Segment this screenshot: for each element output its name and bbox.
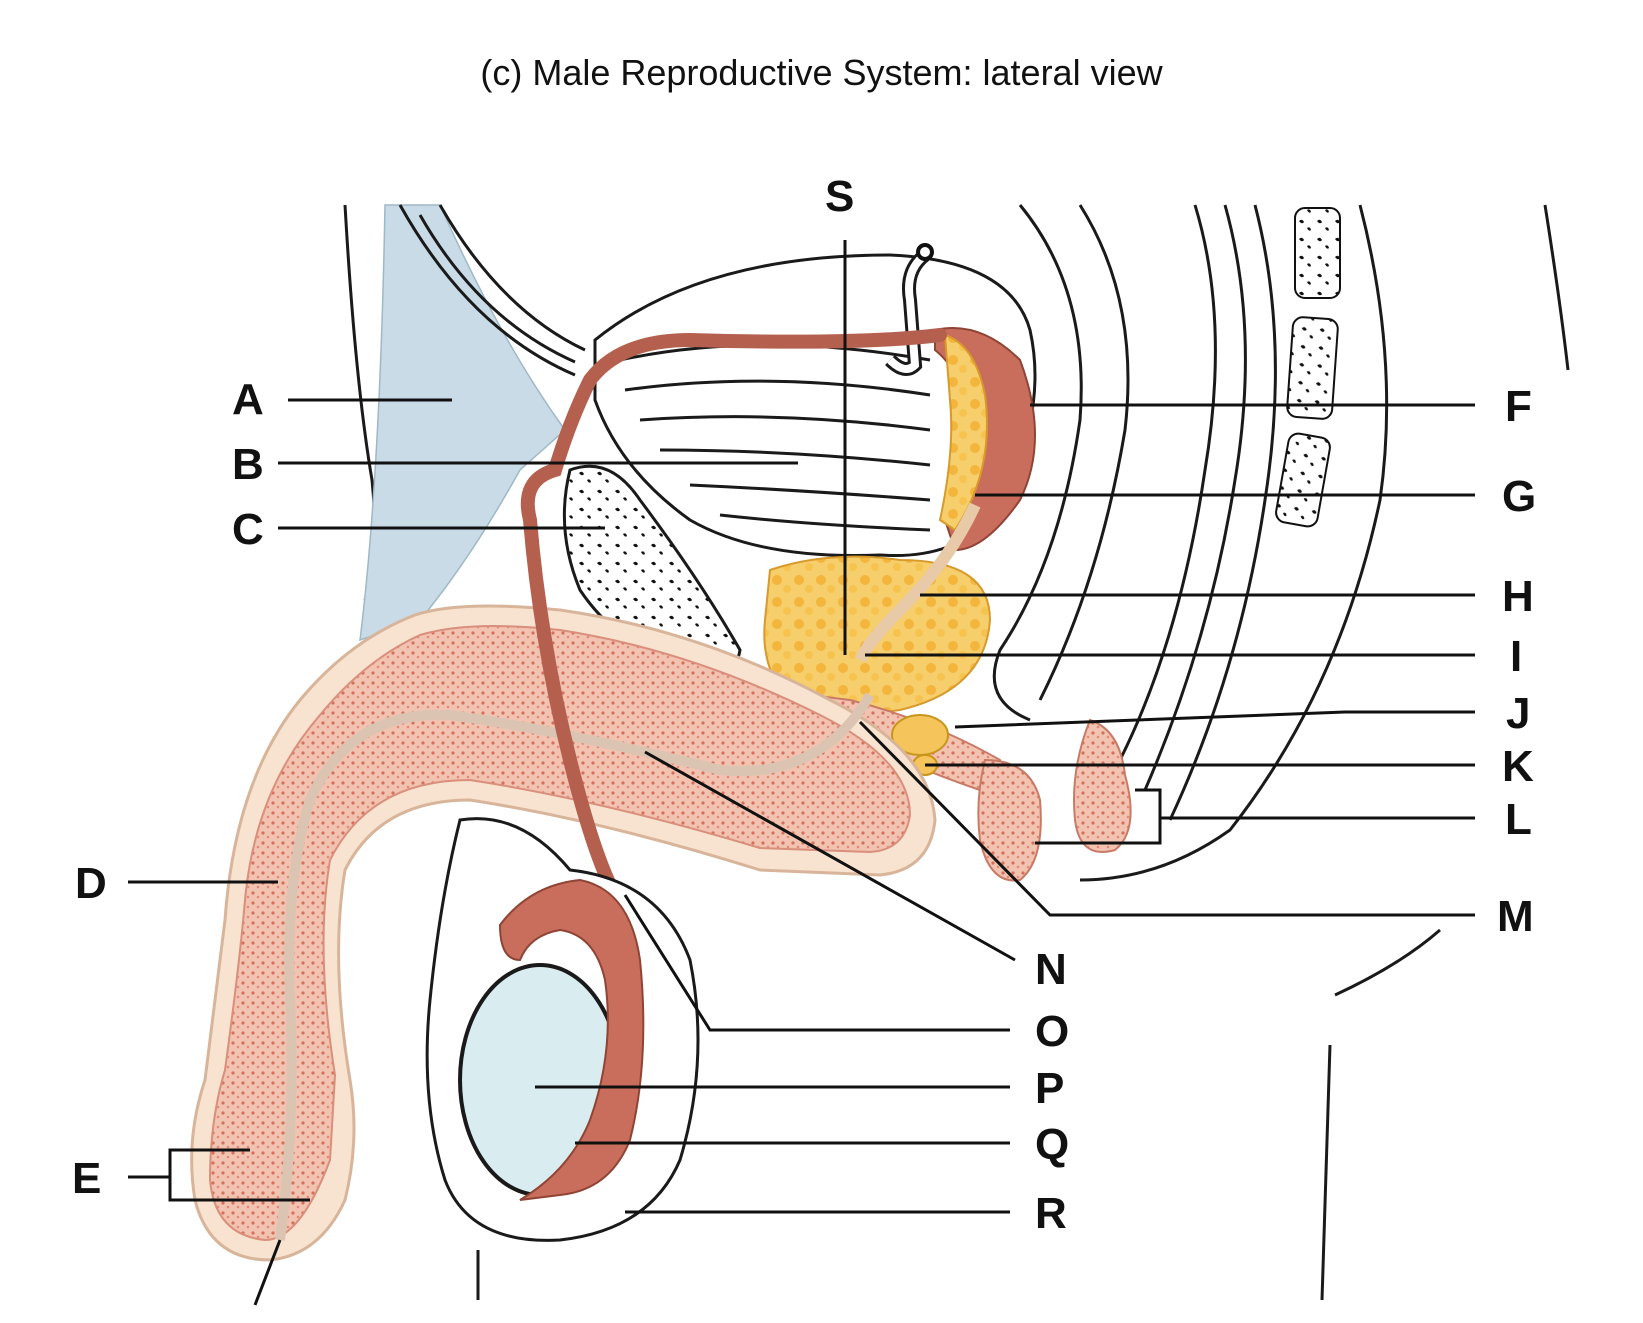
label-J: J (1506, 689, 1530, 738)
label-B: B (232, 440, 264, 489)
leader-J (954, 710, 1475, 729)
leader-N (644, 750, 1016, 962)
urethra (275, 692, 875, 1241)
label-N: N (1035, 945, 1067, 994)
penis (190, 604, 937, 1262)
ductus-deferens (520, 328, 947, 917)
leader-lines (128, 240, 1475, 1214)
abdominal-wall (398, 204, 586, 377)
rectum (992, 204, 1389, 882)
label-I: I (1510, 632, 1522, 681)
seminal-vesicle (934, 327, 1036, 552)
label-E: E (72, 1154, 101, 1203)
label-D: D (75, 859, 107, 908)
label-H: H (1502, 572, 1534, 621)
ejaculatory-duct (854, 502, 981, 663)
label-L: L (1505, 795, 1532, 844)
suspensory-ligament (359, 204, 567, 642)
labels: A B C D E F G H I J K L M N O P Q R S (72, 172, 1536, 1238)
label-K: K (1502, 742, 1534, 791)
label-P: P (1035, 1064, 1064, 1113)
label-F: F (1505, 382, 1532, 431)
leader-M (858, 720, 1475, 917)
label-A: A (232, 375, 264, 424)
diagram-title: (c) Male Reproductive System: lateral vi… (480, 52, 1163, 93)
label-Q: Q (1035, 1120, 1069, 1169)
sacrum (1275, 207, 1341, 528)
label-R: R (1035, 1189, 1067, 1238)
label-M: M (1497, 892, 1534, 941)
external-urethral-orifice-line (253, 1239, 282, 1306)
label-O: O (1035, 1007, 1069, 1056)
leader-E-bracket (168, 1148, 310, 1202)
label-G: G (1502, 472, 1536, 521)
leader-O (623, 894, 1010, 1032)
epididymis (498, 878, 645, 1201)
label-C: C (232, 505, 264, 554)
label-S: S (825, 172, 854, 221)
